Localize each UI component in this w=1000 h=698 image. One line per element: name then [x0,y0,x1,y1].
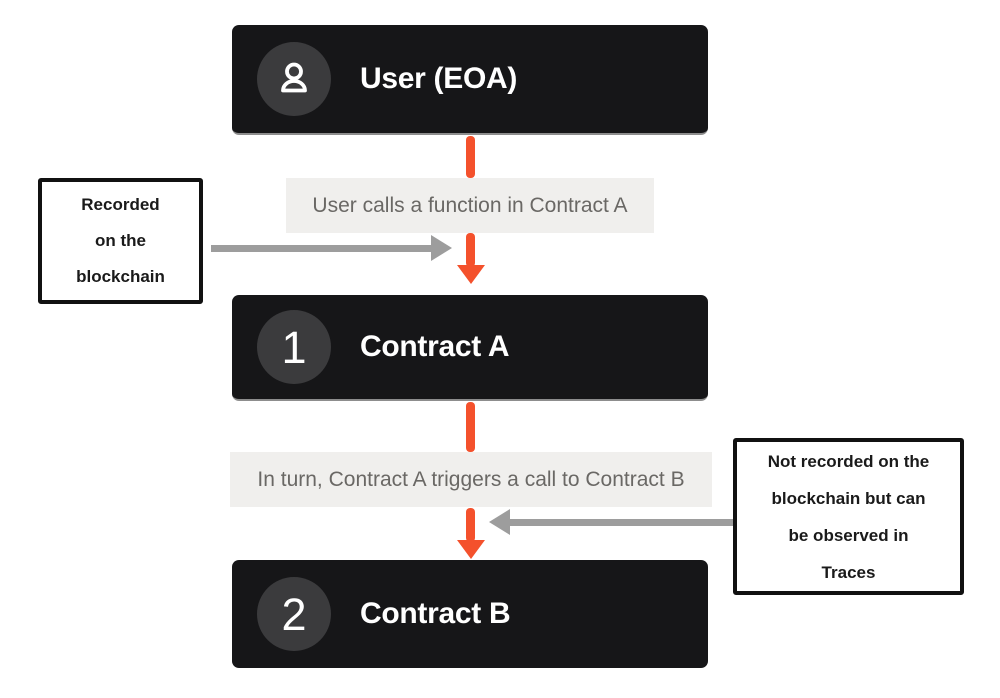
contract-b-node-title: Contract B [360,597,511,630]
contract-b-badge: 2 [257,577,331,651]
edge-label-a-to-b: In turn, Contract A triggers a call to C… [230,452,712,507]
user-node: User (EOA) [232,25,708,135]
contract-a-badge: 1 [257,310,331,384]
flow-arrow-a-to-b-shaft-top [466,402,475,452]
callout-line: be observed in [788,525,909,545]
flow-arrow-user-to-a-head [457,265,485,284]
callout-line: Not recorded on the [767,451,930,471]
person-icon [273,58,315,100]
callout-line: on the [95,231,146,250]
user-node-title: User (EOA) [360,62,518,95]
flow-arrow-user-to-a-shaft-bottom [466,233,475,267]
callout-recorded-on-blockchain: Recorded on the blockchain [38,178,203,304]
right-callout-arrow-head [489,509,510,535]
contract-a-node-title: Contract A [360,330,510,363]
callout-line: blockchain but can [771,488,926,508]
left-callout-arrow-shaft [211,245,431,252]
flow-arrow-a-to-b-shaft-bottom [466,508,475,542]
callout-line: Recorded [81,195,160,214]
contract-b-node: 2 Contract B [232,560,708,668]
callout-not-recorded-traces: Not recorded on the blockchain but can b… [733,438,964,595]
right-callout-arrow-shaft [510,519,733,526]
contract-a-node: 1 Contract A [232,295,708,401]
callout-line: Traces [821,562,876,582]
left-callout-arrow-head [431,235,452,261]
callout-line: blockchain [76,267,165,286]
flow-arrow-a-to-b-head [457,540,485,559]
flow-arrow-user-to-a-shaft-top [466,136,475,178]
user-avatar [257,42,331,116]
edge-label-user-to-a: User calls a function in Contract A [286,178,654,233]
